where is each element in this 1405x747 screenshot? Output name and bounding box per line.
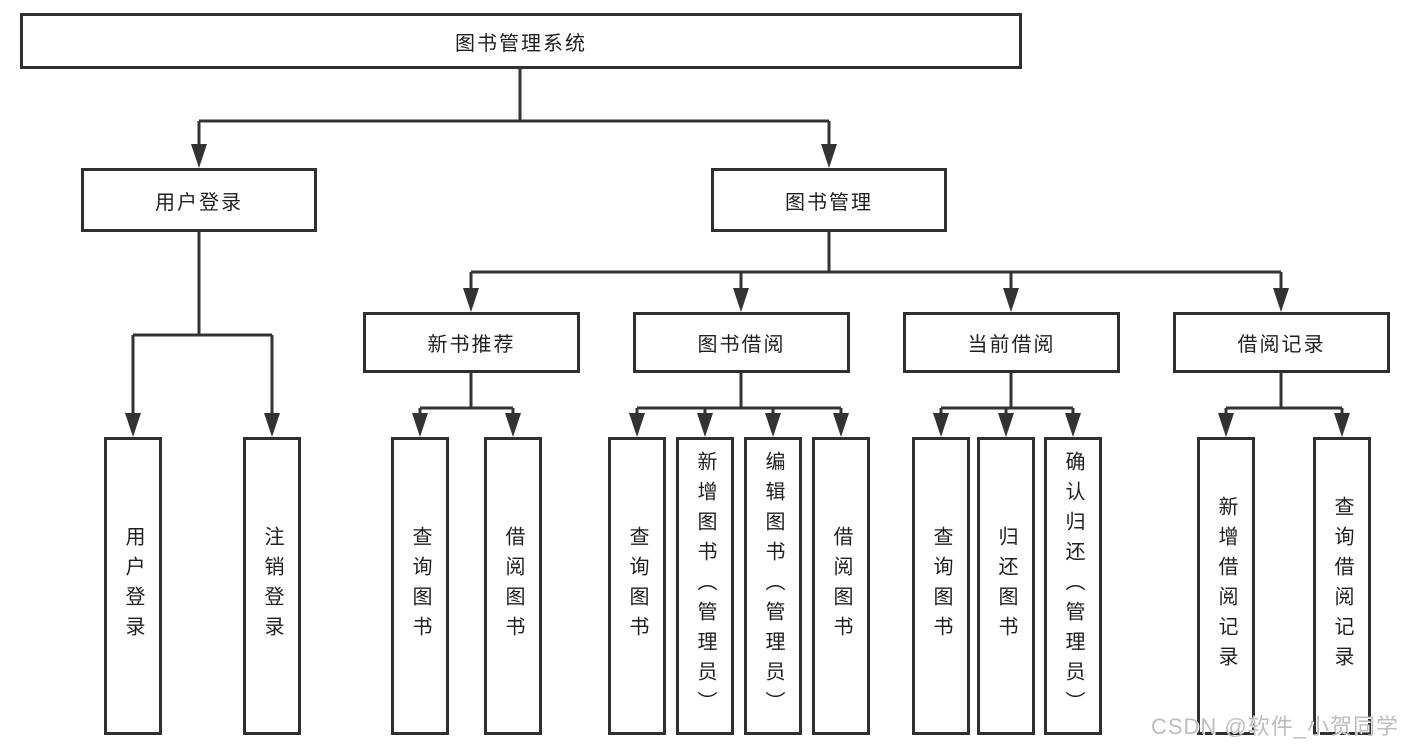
- leaf-label: 查询图书: [930, 526, 952, 646]
- arrowhead-icon: [733, 288, 749, 312]
- leaf-query-books-current: 查询图书: [912, 437, 970, 735]
- node-book-borrow: 图书借阅: [633, 312, 850, 373]
- arrowhead-icon: [264, 413, 280, 437]
- leaf-logout: 注销登录: [243, 437, 301, 735]
- node-root: 图书管理系统: [20, 13, 1022, 69]
- arrowhead-icon: [505, 413, 521, 437]
- arrowhead-icon: [821, 144, 837, 168]
- arrowhead-icon: [463, 288, 479, 312]
- node-user-login-label: 用户登录: [155, 191, 243, 214]
- leaf-return-books: 归还图书: [977, 437, 1035, 735]
- arrowhead-icon: [1273, 288, 1289, 312]
- node-book-borrow-label: 图书借阅: [697, 334, 786, 356]
- node-new-book-recommend-label: 新书推荐: [427, 334, 516, 356]
- node-current-borrow-label: 当前借阅: [967, 334, 1056, 356]
- csdn-watermark: CSDN @软件_小贺同学: [1150, 714, 1399, 739]
- leaf-query-books-borrow: 查询图书: [608, 437, 666, 735]
- node-root-label: 图书管理系统: [455, 32, 587, 55]
- leaf-label: 借阅图书: [830, 526, 852, 646]
- leaf-user-login: 用户登录: [104, 437, 162, 735]
- leaf-add-books-admin: 新增图书（管理员）: [676, 437, 734, 735]
- node-book-management-label: 图书管理: [785, 191, 873, 214]
- leaf-label: 查询借阅记录: [1331, 496, 1353, 676]
- arrowhead-icon: [697, 413, 713, 437]
- node-user-login: 用户登录: [81, 168, 317, 232]
- leaf-confirm-return-admin: 确认归还（管理员）: [1044, 437, 1102, 735]
- node-borrow-records-label: 借阅记录: [1237, 334, 1326, 356]
- leaf-label: 编辑图书（管理员）: [762, 451, 784, 721]
- arrowhead-icon: [1003, 288, 1019, 312]
- node-borrow-records: 借阅记录: [1173, 312, 1390, 373]
- leaf-query-books-recommend: 查询图书: [391, 437, 449, 735]
- leaf-label: 注销登录: [261, 526, 283, 646]
- arrowhead-icon: [1218, 413, 1234, 437]
- leaf-label: 新增图书（管理员）: [694, 451, 716, 721]
- leaf-edit-books-admin: 编辑图书（管理员）: [744, 437, 802, 735]
- arrowhead-icon: [833, 413, 849, 437]
- leaf-label: 查询图书: [626, 526, 648, 646]
- arrowhead-icon: [125, 413, 141, 437]
- leaf-label: 新增借阅记录: [1215, 496, 1237, 676]
- arrowhead-icon: [412, 413, 428, 437]
- node-book-management: 图书管理: [711, 168, 947, 232]
- leaf-label: 用户登录: [122, 526, 144, 646]
- leaf-borrow-books-recommend: 借阅图书: [484, 437, 542, 735]
- arrowhead-icon: [1334, 413, 1350, 437]
- node-new-book-recommend: 新书推荐: [363, 312, 580, 373]
- leaf-query-borrow-record: 查询借阅记录: [1313, 437, 1371, 735]
- arrowhead-icon: [629, 413, 645, 437]
- arrowhead-icon: [191, 144, 207, 168]
- leaf-label: 借阅图书: [502, 526, 524, 646]
- connector-line-group: [131, 69, 1344, 419]
- leaf-add-borrow-record: 新增借阅记录: [1197, 437, 1255, 735]
- leaf-label: 查询图书: [409, 526, 431, 646]
- arrowhead-icon: [765, 413, 781, 437]
- leaf-label: 归还图书: [995, 526, 1017, 646]
- arrowhead-group: [125, 144, 1350, 437]
- node-current-borrow: 当前借阅: [903, 312, 1120, 373]
- leaf-label: 确认归还（管理员）: [1062, 451, 1084, 721]
- leaf-borrow-books-borrow: 借阅图书: [812, 437, 870, 735]
- arrowhead-icon: [998, 413, 1014, 437]
- arrowhead-icon: [1065, 413, 1081, 437]
- arrowhead-icon: [933, 413, 949, 437]
